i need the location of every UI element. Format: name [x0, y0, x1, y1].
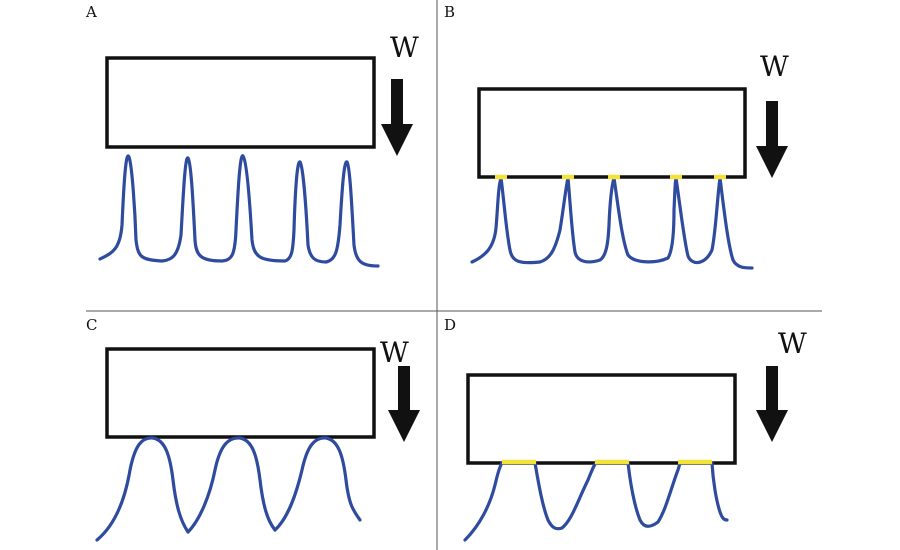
fiber	[674, 176, 722, 265]
fiber	[566, 176, 616, 264]
fibers-d	[463, 461, 729, 542]
down-arrow-icon	[388, 366, 420, 442]
fiber	[186, 436, 277, 534]
block-d	[466, 373, 737, 465]
down-arrow-icon	[756, 101, 788, 178]
fiber	[98, 154, 380, 268]
block-c	[105, 347, 376, 439]
down-arrow-icon	[756, 366, 788, 442]
fibers-c	[95, 436, 362, 542]
fiber	[499, 176, 570, 265]
fiber	[533, 461, 598, 531]
block-b	[477, 87, 747, 179]
weight-label-c: W	[380, 336, 409, 369]
weight-label-b: W	[760, 50, 789, 83]
block-a	[105, 56, 376, 149]
weight-label-a: W	[390, 31, 419, 64]
fiber	[718, 176, 754, 270]
fiber	[463, 461, 504, 542]
fiber	[470, 176, 503, 264]
panel-c: C W	[86, 316, 420, 542]
panel-label-a: A	[85, 3, 97, 21]
fibers-b	[470, 176, 754, 270]
panel-label-c: C	[86, 316, 97, 334]
fibers-a	[98, 154, 380, 268]
panel-d: D W	[444, 316, 807, 542]
panel-label-d: D	[444, 316, 456, 334]
down-arrow-icon	[381, 79, 413, 156]
weight-label-d: W	[778, 327, 807, 360]
panel-label-b: B	[444, 3, 455, 21]
fiber	[95, 436, 190, 542]
panel-a: A W	[85, 3, 419, 268]
fiber	[710, 461, 729, 522]
fiber	[273, 436, 362, 532]
fiber	[612, 176, 678, 264]
panel-b: B W	[444, 3, 789, 270]
fiber	[626, 461, 682, 528]
